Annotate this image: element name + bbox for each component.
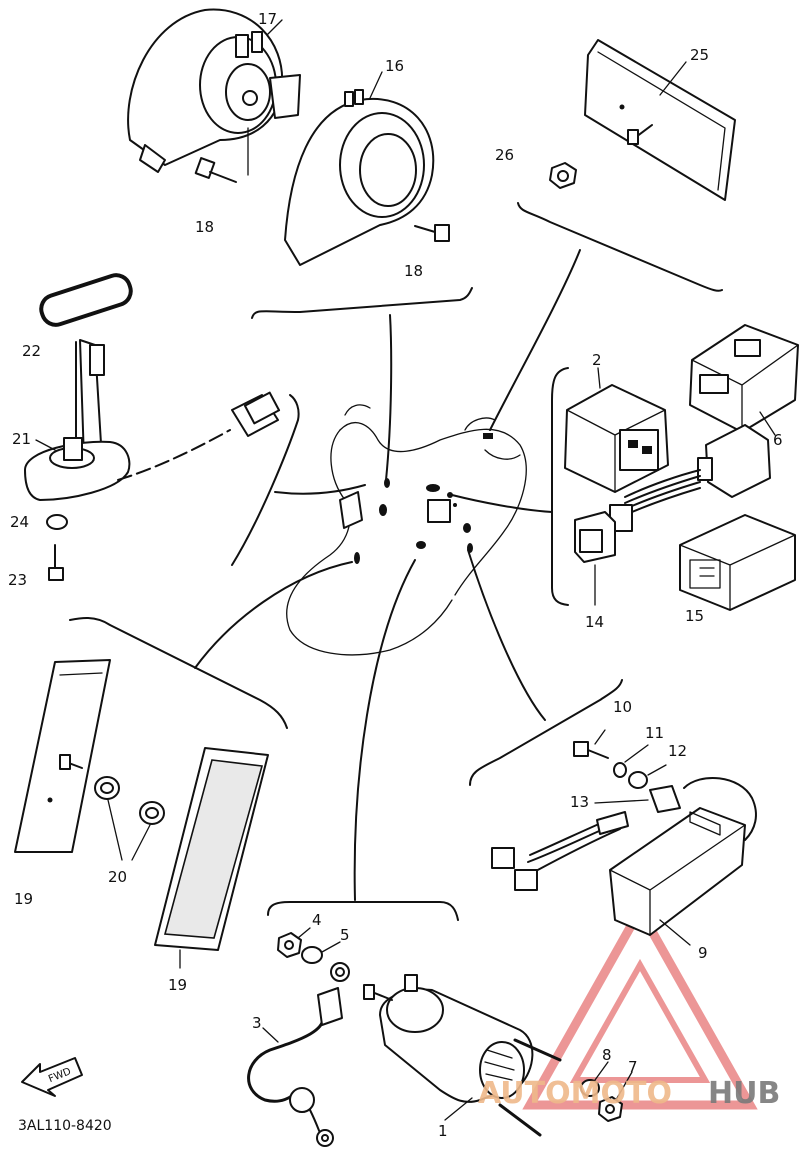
callout-24: 24: [10, 513, 29, 531]
regulator-9: [491, 776, 757, 936]
leader-regulator: [467, 549, 546, 721]
horn-16: [284, 89, 435, 266]
collar-13: [649, 785, 681, 813]
callout-15: 15: [685, 607, 704, 625]
callout-12: 12: [668, 742, 687, 760]
leader-sender: [274, 484, 366, 495]
screw-23: [48, 544, 64, 581]
leader-starter: [353, 559, 416, 901]
leader-horns: [385, 314, 393, 481]
callout-10: 10: [613, 698, 632, 716]
callout-5: 5: [340, 926, 350, 944]
callout-23: 23: [8, 571, 27, 589]
brace-reflector: [517, 202, 723, 292]
callout-18b: 18: [404, 262, 423, 280]
callout-4: 4: [312, 911, 322, 929]
brace-sender: [231, 394, 300, 566]
callout-19b: 19: [168, 976, 187, 994]
bolt-10: [573, 741, 609, 759]
relay-2: [564, 384, 669, 493]
callout-14: 14: [585, 613, 604, 631]
callout-8: 8: [602, 1046, 612, 1064]
washer-11: [613, 762, 627, 778]
brace-starter: [267, 901, 459, 921]
callout-11: 11: [645, 724, 664, 742]
fwd-arrow: FWD: [21, 1057, 83, 1097]
leader-reflector: [489, 249, 581, 431]
washer-12: [628, 771, 648, 789]
callout-7: 7: [628, 1058, 638, 1076]
callout-18a: 18: [195, 218, 214, 236]
callout-labels: 17 16 25 26 18 18 22 2 6 21 24 23 14 15 …: [8, 10, 783, 1140]
watermark-logo: [522, 900, 758, 1110]
reflector-19b: [154, 747, 269, 951]
reflector-25: [584, 39, 736, 201]
callout-21: 21: [12, 430, 31, 448]
gasket-22: [39, 273, 133, 327]
lead-wire-3: [247, 962, 350, 1147]
fuel-sender-21: [24, 339, 281, 501]
connector-harness-14: [574, 424, 771, 563]
callout-2: 2: [592, 351, 602, 369]
brace-relays: [551, 367, 569, 606]
callout-16: 16: [385, 57, 404, 75]
frame-outline: [286, 404, 527, 656]
callout-13: 13: [570, 793, 589, 811]
callout-22: 22: [22, 342, 41, 360]
callout-6: 6: [773, 431, 783, 449]
nuts-20: [94, 776, 165, 825]
watermark-automoto: AUTOMOTO: [478, 1076, 672, 1111]
bolt-18a: [194, 157, 237, 183]
callout-1: 1: [438, 1122, 448, 1140]
relay-6: [689, 324, 799, 433]
starter-relay-1: [363, 974, 562, 1137]
callout-25: 25: [690, 46, 709, 64]
washer-5: [301, 946, 323, 964]
nut-4: [277, 932, 302, 958]
leader-reflectors-side: [194, 561, 353, 669]
callout-20: 20: [108, 868, 127, 886]
callout-3: 3: [252, 1014, 262, 1032]
callout-17: 17: [258, 10, 277, 28]
nut-26: [549, 162, 577, 189]
connector-15: [679, 514, 796, 611]
bolt-18b: [414, 224, 450, 242]
callout-19a: 19: [14, 890, 33, 908]
washer-8: [580, 1079, 600, 1097]
washer-24: [46, 514, 68, 530]
reflector-19a: [14, 659, 111, 853]
watermark-hub: HUB: [708, 1076, 780, 1111]
brace-regulator: [469, 679, 623, 786]
callout-9: 9: [698, 944, 708, 962]
brace-horns: [251, 287, 473, 319]
leader-relays: [451, 494, 553, 513]
horn-17: [127, 8, 301, 173]
callout-26: 26: [495, 146, 514, 164]
diagram-code: 3AL110-8420: [18, 1118, 112, 1134]
watermark-text: AUTOMOTO HUB: [478, 1076, 780, 1111]
nut-7: [598, 1096, 623, 1122]
brace-reflectors-side: [69, 617, 288, 729]
